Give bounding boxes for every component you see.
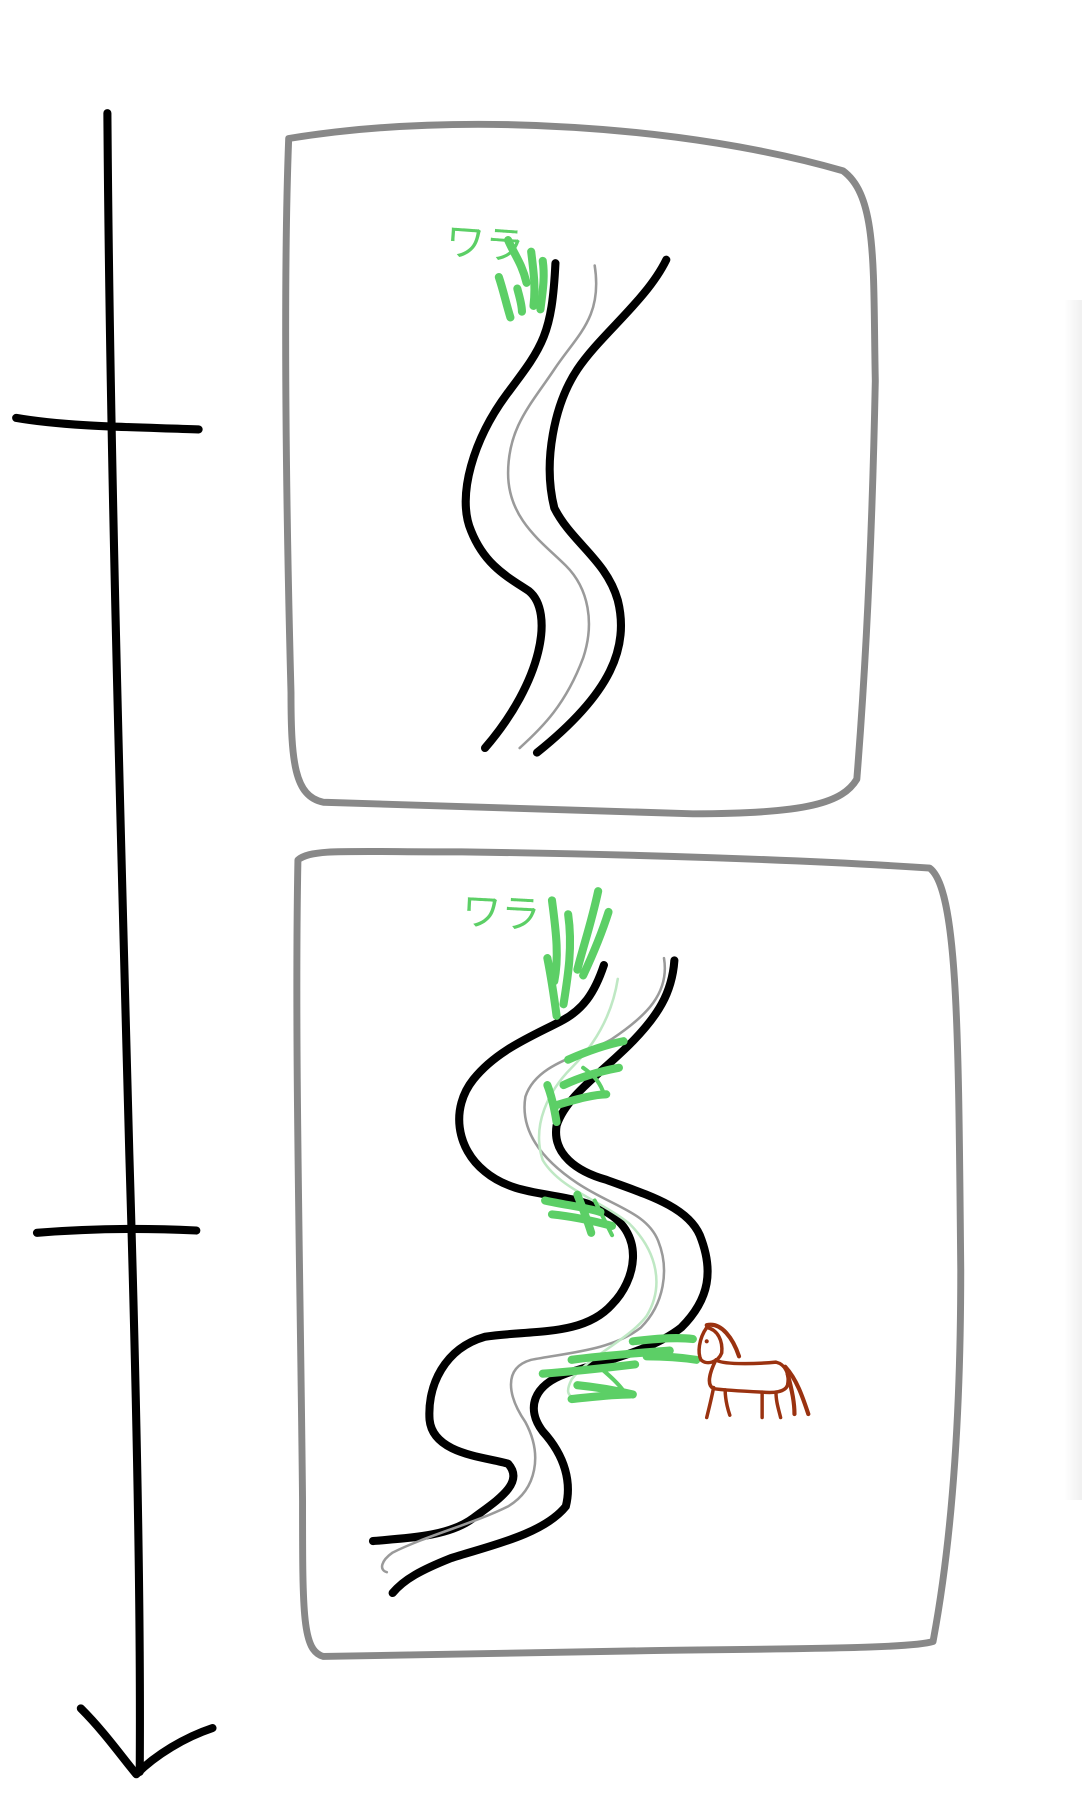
horse-eye [704, 1339, 709, 1344]
horse-tail [783, 1364, 811, 1417]
panel-1-riverbank-left [461, 259, 560, 753]
straw-stroke [538, 1360, 640, 1378]
straw-stroke [573, 1190, 596, 1237]
panel-1-river-center-line [506, 264, 598, 750]
straw-stroke [550, 1090, 611, 1110]
panel-2-straw-top [543, 887, 613, 1020]
straw-stroke [567, 1390, 635, 1404]
straw-stroke [592, 1198, 615, 1238]
horse-icon [697, 1322, 811, 1420]
panel-2-riverbank-left [368, 960, 637, 1546]
straw-stroke [567, 1346, 674, 1364]
panel-1-straw-label: ワラ [444, 220, 525, 270]
straw-stroke [513, 284, 526, 316]
panel-2-river-center-line [380, 956, 667, 1574]
straw-stroke [541, 1196, 605, 1217]
down-arrow-icon [76, 1704, 217, 1779]
straw-stroke [547, 896, 561, 986]
horse-mane [704, 1322, 742, 1359]
panel-2: ワラ [293, 847, 965, 1660]
horse-leg [774, 1390, 783, 1420]
straw-stroke [579, 907, 613, 980]
straw-stroke [504, 236, 531, 287]
panel-2-straw-cluster-1 [543, 1037, 628, 1127]
straw-stroke [559, 910, 575, 1009]
straw-stroke [494, 273, 515, 322]
panel-2-riverbank-right [388, 956, 712, 1598]
timeline-tick-1 [12, 413, 203, 434]
straw-stroke [543, 1081, 561, 1127]
horse-body [707, 1358, 790, 1395]
horse-head [697, 1325, 724, 1365]
panel-2-straw-label: ワラ [461, 890, 542, 939]
timeline-axis [103, 109, 144, 1776]
panel-1-straw [494, 236, 548, 322]
panel-2-straw-cluster-3 [538, 1334, 701, 1404]
timeline [12, 109, 217, 1779]
straw-stroke [628, 1334, 697, 1346]
panel-1-frame [282, 120, 879, 818]
straw-stroke [581, 1065, 605, 1093]
straw-stroke [536, 256, 548, 314]
horse-leg [723, 1388, 732, 1417]
panel-2-straw-cluster-2 [541, 1190, 617, 1238]
straw-stroke [598, 1365, 626, 1393]
panel-1: ワラ [282, 120, 879, 818]
panel-2-frame [293, 847, 965, 1660]
straw-stroke [642, 1352, 701, 1364]
straw-stroke [527, 247, 539, 310]
page-edge-shadow [1064, 300, 1082, 1500]
horse-tail [785, 1371, 797, 1417]
horse-leg [704, 1385, 716, 1420]
timeline-tick-2 [32, 1224, 201, 1237]
straw-stroke [564, 1037, 628, 1064]
straw-stroke [543, 954, 561, 1020]
straw-stroke [573, 887, 603, 974]
panel-1-riverbank-right [532, 255, 671, 757]
